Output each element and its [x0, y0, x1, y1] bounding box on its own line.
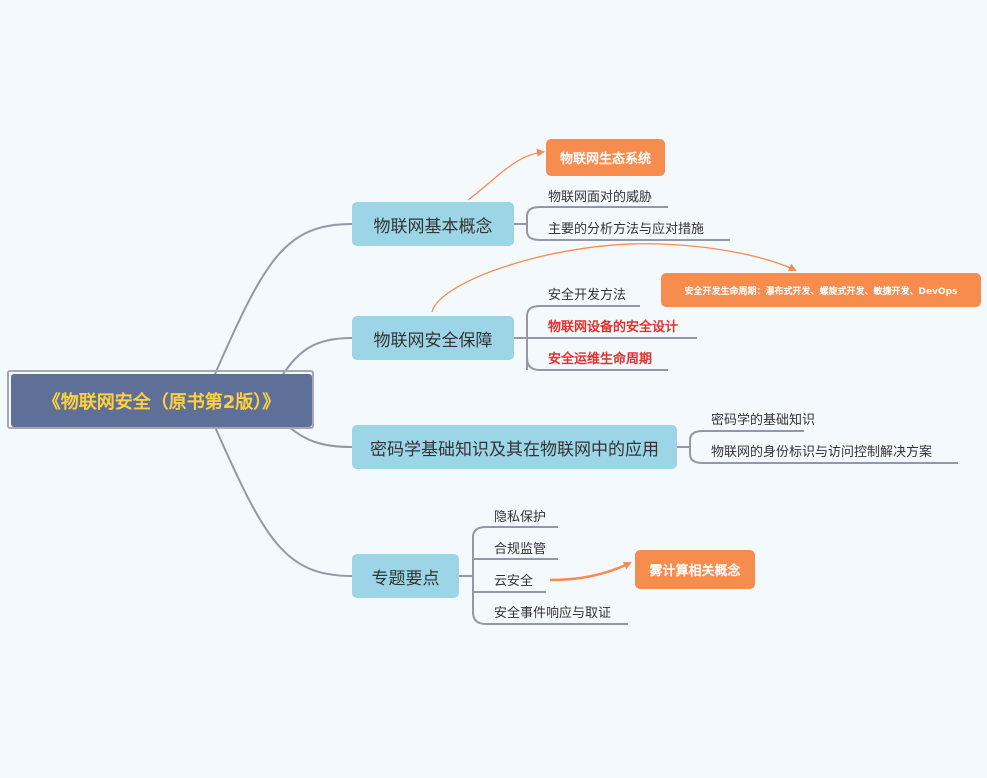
arrow-b4-callout — [549, 561, 632, 582]
branch-iot-basics[interactable]: 物联网基本概念 — [352, 202, 514, 246]
subitem-identity-access-control[interactable]: 物联网的身份标识与访问控制解决方案 — [711, 445, 933, 460]
underline-b1-i2 — [526, 224, 730, 241]
callout-fog-computing[interactable]: 雾计算相关概念 — [635, 550, 755, 589]
subitem-iot-threats[interactable]: 物联网面对的威胁 — [548, 190, 653, 205]
subitem-incident-response[interactable]: 安全事件响应与取证 — [494, 606, 612, 621]
link-root-b2 — [282, 337, 353, 375]
subitem-analysis-methods[interactable]: 主要的分析方法与应对措施 — [548, 222, 705, 237]
link-root-b4 — [214, 426, 353, 577]
link-root-b3 — [288, 426, 353, 448]
root-node[interactable]: 《物联网安全（原书第2版）》 — [11, 374, 312, 427]
subitem-compliance[interactable]: 合规监管 — [494, 542, 547, 557]
underline-b1-i1 — [526, 206, 668, 224]
subitem-crypto-basics[interactable]: 密码学的基础知识 — [711, 413, 816, 428]
underline-b3-i1 — [689, 430, 804, 447]
subitem-cloud-security[interactable]: 云安全 — [494, 574, 534, 589]
arrow-b2-callout — [431, 243, 797, 313]
branch-cryptography[interactable]: 密码学基础知识及其在物联网中的应用 — [352, 425, 677, 469]
underline-b3-i2 — [689, 447, 958, 464]
subitem-privacy[interactable]: 隐私保护 — [494, 510, 547, 525]
link-root-b1 — [214, 223, 353, 375]
underline-b4-i1 — [472, 526, 558, 614]
subitem-secure-dev-methods[interactable]: 安全开发方法 — [548, 288, 627, 303]
branch-special-topics[interactable]: 专题要点 — [352, 554, 459, 598]
arrow-b1-callout — [467, 148, 545, 201]
subitem-security-ops-lifecycle[interactable]: 安全运维生命周期 — [548, 352, 653, 367]
underline-b2-i1 — [526, 305, 640, 370]
branch-iot-security-assurance[interactable]: 物联网安全保障 — [352, 316, 514, 360]
underline-b4-i4 — [472, 611, 628, 625]
callout-iot-ecosystem[interactable]: 物联网生态系统 — [546, 139, 665, 176]
callout-sdlc[interactable]: 安全开发生命周期：瀑布式开发、螺旋式开发、敏捷开发、DevOps — [661, 273, 981, 307]
underline-b2-i3 — [526, 357, 668, 371]
root-node-frame — [7, 370, 314, 429]
subitem-device-security-design[interactable]: 物联网设备的安全设计 — [548, 320, 679, 335]
